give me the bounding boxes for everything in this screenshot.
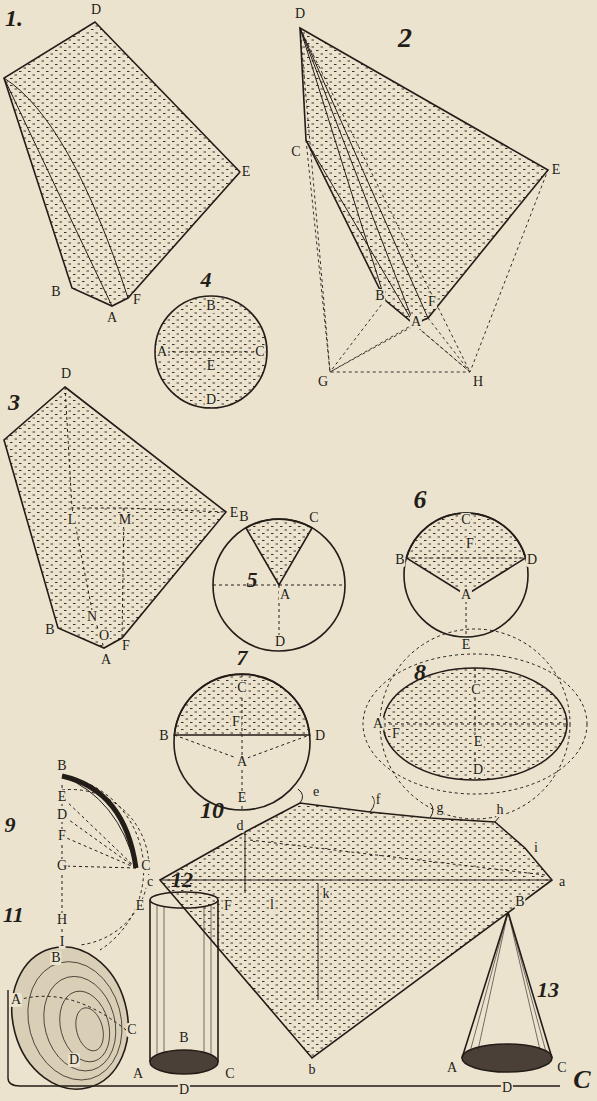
point-letter: D: [90, 3, 102, 17]
point-letter: C: [236, 681, 247, 695]
point-letter: E: [206, 359, 217, 373]
point-letter: b: [308, 1063, 317, 1077]
point-letter: F: [121, 639, 131, 653]
point-letter: C: [460, 513, 471, 527]
point-letter: d: [236, 819, 245, 833]
point-letter: D: [526, 553, 538, 567]
point-letter: F: [427, 295, 437, 309]
point-letter: A: [279, 588, 291, 602]
point-letter: C: [308, 511, 319, 525]
figure-number: 6: [413, 487, 428, 513]
point-letter: F: [132, 293, 142, 307]
figure-number: 7: [236, 647, 249, 669]
point-letter: A: [236, 755, 248, 769]
point-letter: L: [67, 513, 78, 527]
figure-number: 1.: [4, 6, 24, 30]
point-letter: M: [118, 513, 132, 527]
point-letter: O: [98, 629, 110, 643]
point-letter: G: [56, 859, 68, 873]
point-letter: A: [156, 345, 168, 359]
point-letter: C: [140, 859, 151, 873]
point-letter: D: [274, 635, 286, 649]
point-letter: k: [322, 887, 331, 901]
point-letter: a: [558, 875, 566, 889]
figure-number: 8: [413, 660, 427, 684]
point-letter: g: [436, 801, 445, 815]
point-letter: D: [56, 808, 68, 822]
figure-number: 9: [4, 814, 17, 836]
point-letter: i: [533, 841, 539, 855]
figure-number: C: [572, 1067, 591, 1093]
point-letter: B: [158, 729, 169, 743]
point-letter: A: [10, 993, 22, 1007]
figure-number: 10: [199, 798, 225, 822]
figure-number: 2: [397, 24, 413, 52]
point-letter: C: [290, 145, 301, 159]
point-letter: A: [410, 315, 422, 329]
point-letter: D: [178, 1083, 190, 1097]
point-letter: c: [146, 875, 154, 889]
point-letter: E: [237, 791, 248, 805]
point-letter: E: [551, 163, 562, 177]
point-letter: B: [44, 623, 55, 637]
point-letter: F: [465, 537, 475, 551]
figure-number: 3: [7, 390, 21, 414]
point-letter: F: [231, 715, 241, 729]
point-letter: C: [224, 1067, 235, 1081]
point-letter: E: [241, 165, 252, 179]
figure-number: 13: [536, 979, 560, 1001]
point-letter: C: [126, 1023, 137, 1037]
point-letter: D: [68, 1053, 80, 1067]
point-letter: D: [501, 1081, 513, 1095]
point-letter: B: [56, 759, 67, 773]
point-letter: G: [317, 375, 329, 389]
point-letter: B: [205, 299, 216, 313]
point-letter: f: [375, 793, 382, 807]
point-letter: A: [132, 1067, 144, 1081]
point-letter: C: [254, 345, 265, 359]
point-letter: D: [205, 393, 217, 407]
point-letter: B: [394, 553, 405, 567]
point-letter: e: [312, 785, 320, 799]
point-letter: B: [50, 951, 61, 965]
point-letter: A: [100, 653, 112, 667]
point-letter: H: [56, 913, 68, 927]
figure-number: 11: [2, 904, 25, 926]
point-letter: E: [461, 638, 472, 652]
point-letter: E: [473, 735, 484, 749]
point-letter: D: [472, 763, 484, 777]
point-letter: A: [446, 1061, 458, 1075]
point-letter: C: [470, 683, 481, 697]
figure-number: 12: [170, 869, 194, 891]
point-letter: B: [238, 510, 249, 524]
point-letter: F: [391, 727, 401, 741]
point-letter: A: [460, 588, 472, 602]
point-letter: E: [57, 790, 68, 804]
point-letter: B: [50, 285, 61, 299]
point-letter: l: [269, 898, 275, 912]
point-letter: B: [374, 289, 385, 303]
figure-number: 5: [246, 569, 259, 591]
point-letter: E: [135, 899, 146, 913]
figure-number: 4: [200, 269, 213, 291]
point-letter: h: [496, 803, 505, 817]
point-letter: H: [472, 375, 484, 389]
point-letter: N: [86, 610, 98, 624]
point-letter: D: [294, 7, 306, 21]
point-letter: F: [57, 829, 67, 843]
point-letter: D: [314, 729, 326, 743]
point-letter: I: [59, 935, 66, 949]
point-letter: B: [178, 1031, 189, 1045]
point-letter: A: [372, 717, 384, 731]
point-letter: F: [223, 899, 233, 913]
point-letter: C: [556, 1061, 567, 1075]
point-letter: D: [60, 367, 72, 381]
point-letter: B: [514, 895, 525, 909]
point-letter: A: [106, 311, 118, 325]
